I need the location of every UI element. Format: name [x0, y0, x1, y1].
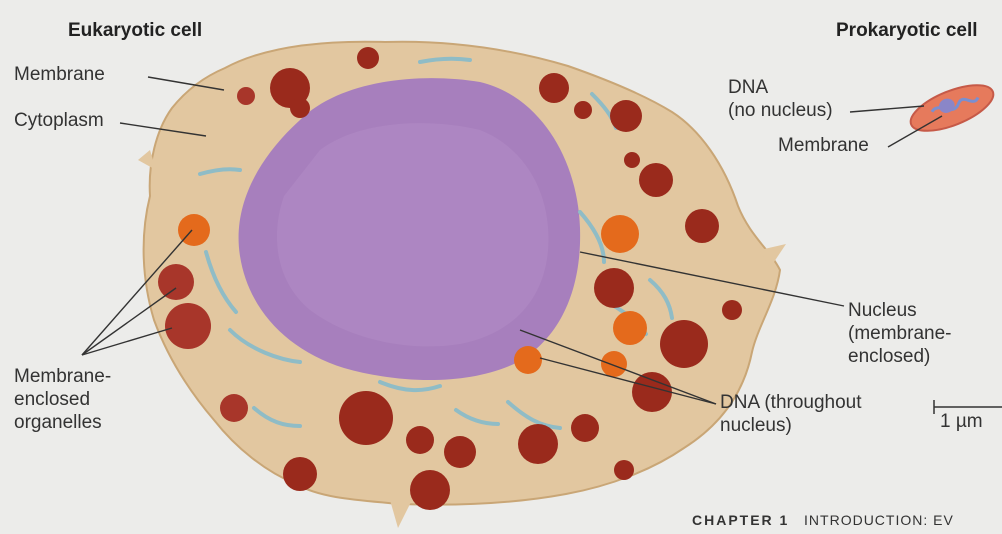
- dna-label: DNA: [728, 77, 768, 99]
- membrane-label-left: Membrane: [14, 64, 105, 86]
- nucleus-texture: [277, 123, 548, 346]
- nucleus-label-line3: enclosed): [848, 346, 930, 368]
- cytoplasm-label: Cytoplasm: [14, 110, 104, 132]
- dna-throughout-label-line1: DNA (throughout: [720, 392, 862, 414]
- organelles-label-line1: Membrane-: [14, 366, 111, 388]
- no-nucleus-label: (no nucleus): [728, 100, 833, 122]
- chapter-title: INTRODUCTION: EV: [804, 512, 954, 528]
- prokaryotic-title: Prokaryotic cell: [836, 20, 978, 42]
- prokaryotic-cell: [905, 76, 999, 140]
- membrane-label-right: Membrane: [778, 135, 869, 157]
- nucleus-label-line1: Nucleus: [848, 300, 917, 322]
- chapter-number: CHAPTER 1: [692, 512, 789, 528]
- organelles-label-line3: organelles: [14, 412, 102, 434]
- eukaryotic-title: Eukaryotic cell: [68, 20, 202, 42]
- cell-extension-bottom: [390, 500, 412, 528]
- chapter-footer: CHAPTER 1 INTRODUCTION: EV: [692, 512, 954, 528]
- nucleus-label-line2: (membrane-: [848, 323, 951, 345]
- scale-label: 1 µm: [940, 411, 983, 433]
- organelles-label-line2: enclosed: [14, 389, 90, 411]
- dna-throughout-label-line2: nucleus): [720, 415, 792, 437]
